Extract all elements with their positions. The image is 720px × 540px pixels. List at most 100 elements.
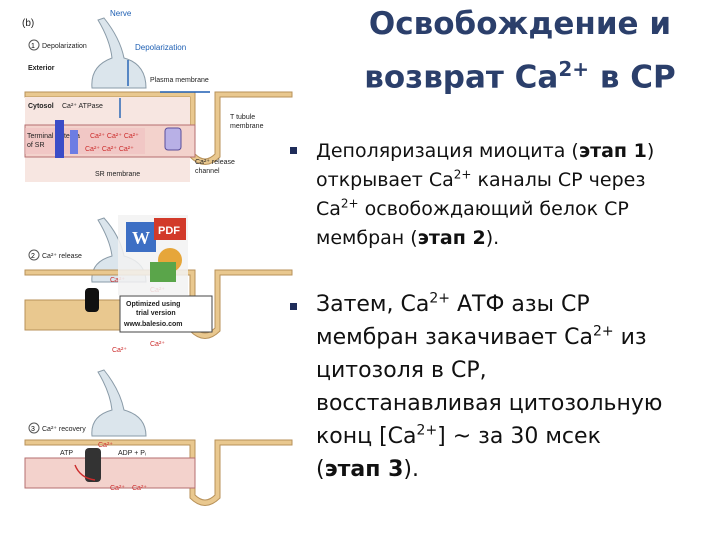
ca-ion: Ca²⁺: [132, 485, 147, 492]
adp-label: ADP + Pᵢ: [118, 450, 146, 457]
bullet-marker: [290, 303, 297, 310]
bullet-2-line: конц [Ca2+] ~ за 30 мсек: [316, 420, 711, 453]
pdf-icon: [154, 218, 186, 240]
text-run: конц [Ca: [316, 424, 417, 449]
watermark-line-2: trial version: [136, 310, 176, 317]
bullet-2-text: Затем, Ca2+ АТФ азы СР мембран закачивае…: [316, 288, 711, 486]
text-superscript: 2+: [429, 290, 451, 307]
text-superscript: 2+: [416, 422, 438, 439]
of-sr-label: of SR: [27, 142, 45, 149]
title-part: возврат Ca: [364, 59, 559, 96]
ttubule-label-1: T tubule: [230, 114, 255, 121]
text-run: Деполяризация миоцита (: [316, 140, 579, 162]
depolarization-label: Depolarization: [135, 43, 186, 52]
text-run: каналы СР через: [471, 169, 646, 191]
terminal-cistern-label: Terminal cisterna: [27, 133, 80, 140]
nerve-terminal: [91, 369, 147, 437]
step-1-number: 1: [31, 43, 35, 50]
bullet-2-line: цитозоля в СР,: [316, 358, 487, 383]
exterior-band: [25, 58, 83, 74]
step-2-marker: [28, 249, 40, 261]
nerve-label: Nerve: [110, 9, 132, 18]
word-icon: [126, 222, 156, 252]
bullet-1-line: Ca2+ освобождающий белок СР: [316, 195, 711, 224]
title-superscript: 2+: [558, 57, 590, 81]
atp-label: ATP: [60, 450, 73, 457]
title-line-2: возврат Ca2+ в СР: [330, 47, 710, 100]
watermark-line-1: Optimized using: [126, 301, 180, 308]
plasma-membrane: [24, 439, 293, 506]
text-run: Ca: [316, 198, 341, 220]
atpase-pump: [70, 130, 78, 154]
atpase-pump: [85, 448, 101, 482]
ca-ion: Ca²⁺: [110, 485, 125, 492]
release-channel-open: [85, 288, 99, 312]
step-2-number: 2: [31, 253, 35, 260]
text-run: Затем, Ca: [316, 292, 430, 317]
text-run: ): [646, 140, 655, 162]
step-3-marker: [28, 422, 40, 434]
bullet-1-line: Деполяризация миоцита (этап 1): [316, 137, 711, 166]
recovery-arrow: [74, 464, 96, 481]
text-superscript: 2+: [453, 167, 472, 182]
cytosol-label: Cytosol: [28, 103, 54, 110]
bullet-1-line: открывает Ca2+ каналы СР через: [316, 166, 711, 195]
watermark-box: [119, 295, 213, 333]
bullet-2-line: (этап 3).: [316, 453, 711, 486]
release-channel: [164, 127, 182, 151]
text-run: ] ~ за 30 мсек: [437, 424, 601, 449]
watermark-line-3: www.balesio.com: [123, 321, 182, 328]
step-2-label: Ca²⁺ release: [42, 253, 82, 260]
text-superscript: 2+: [593, 323, 614, 340]
converter-watermark: W PDF Optimized using trial version www.…: [118, 215, 213, 333]
text-run: освобождающий белок СР: [358, 198, 629, 220]
text-superscript: 2+: [340, 196, 359, 211]
panel-label: (b): [22, 18, 34, 29]
exterior-label: Exterior: [28, 65, 55, 72]
title-part: в СР: [589, 59, 676, 96]
ca-row-label-2: Ca²⁺ Ca²⁺ Ca²⁺: [85, 146, 134, 153]
pdf-icon-label: PDF: [158, 225, 180, 237]
text-run: мембран закачивает Ca: [316, 325, 593, 350]
bullet-2-line: мембран закачивает Ca2+ из: [316, 321, 711, 354]
slide-title: Освобождение и возврат Ca2+ в СР: [330, 2, 710, 100]
plasma-membrane: [24, 91, 293, 165]
bullet-2-line: восстанавливая цитозольную: [316, 391, 663, 416]
ttubule-label-2: membrane: [230, 123, 264, 130]
bullet-2-line: Затем, Ca2+ АТФ азы СР: [316, 288, 711, 321]
ca-ion: Ca²⁺: [98, 442, 113, 449]
step-3-label: Ca²⁺ recovery: [42, 426, 86, 433]
text-run: из: [613, 325, 647, 350]
title-line-1: Освобождение и: [368, 6, 672, 42]
release-channel-label-1: Ca²⁺ release: [195, 159, 235, 166]
text-bold: этап 3: [324, 457, 404, 482]
atpase-label: Ca²⁺ ATPase: [62, 103, 103, 110]
text-bold: этап 2: [417, 227, 486, 249]
panel-1: (b) Nerve 1 Depolarization Depolarizatio…: [22, 9, 293, 182]
sr-cistern: [24, 457, 196, 489]
release-channel-label-2: channel: [195, 168, 220, 175]
panel-3: 3 Ca²⁺ recovery ATP ADP + Pᵢ Ca²⁺ Ca²⁺ C…: [24, 369, 293, 506]
panel-2: 2 Ca²⁺ release Ca²⁺ Ca²⁺ Ca²⁺ Ca²⁺ W PDF…: [24, 215, 293, 354]
text-run: открывает Ca: [316, 169, 454, 191]
step-3-number: 3: [31, 426, 35, 433]
step-1-label: Depolarization: [42, 43, 87, 50]
sr-lumen-highlight: [25, 128, 145, 154]
excel-icon: [150, 262, 176, 282]
bullet-1-line: мембран (этап 2).: [316, 224, 711, 253]
text-run: АТФ азы СР: [450, 292, 590, 317]
nerve-terminal: [91, 17, 147, 89]
ca-row-label: Ca²⁺ Ca²⁺ Ca²⁺: [90, 133, 139, 140]
text-run: ).: [403, 457, 419, 482]
text-bold: этап 1: [578, 140, 647, 162]
ca-ion: Ca²⁺: [112, 347, 127, 354]
atpase-pump: [55, 120, 64, 158]
calcium-release-figure: (b) Nerve 1 Depolarization Depolarizatio…: [22, 9, 293, 506]
sr-membrane-label: SR membrane: [95, 171, 140, 178]
word-icon-letter: W: [132, 228, 150, 248]
ca-ion: Ca²⁺: [110, 277, 125, 284]
step-1-marker: [28, 39, 40, 51]
text-run: ).: [485, 227, 500, 249]
bullet-marker: [290, 147, 297, 154]
ca-ion: Ca²⁺: [150, 341, 165, 348]
